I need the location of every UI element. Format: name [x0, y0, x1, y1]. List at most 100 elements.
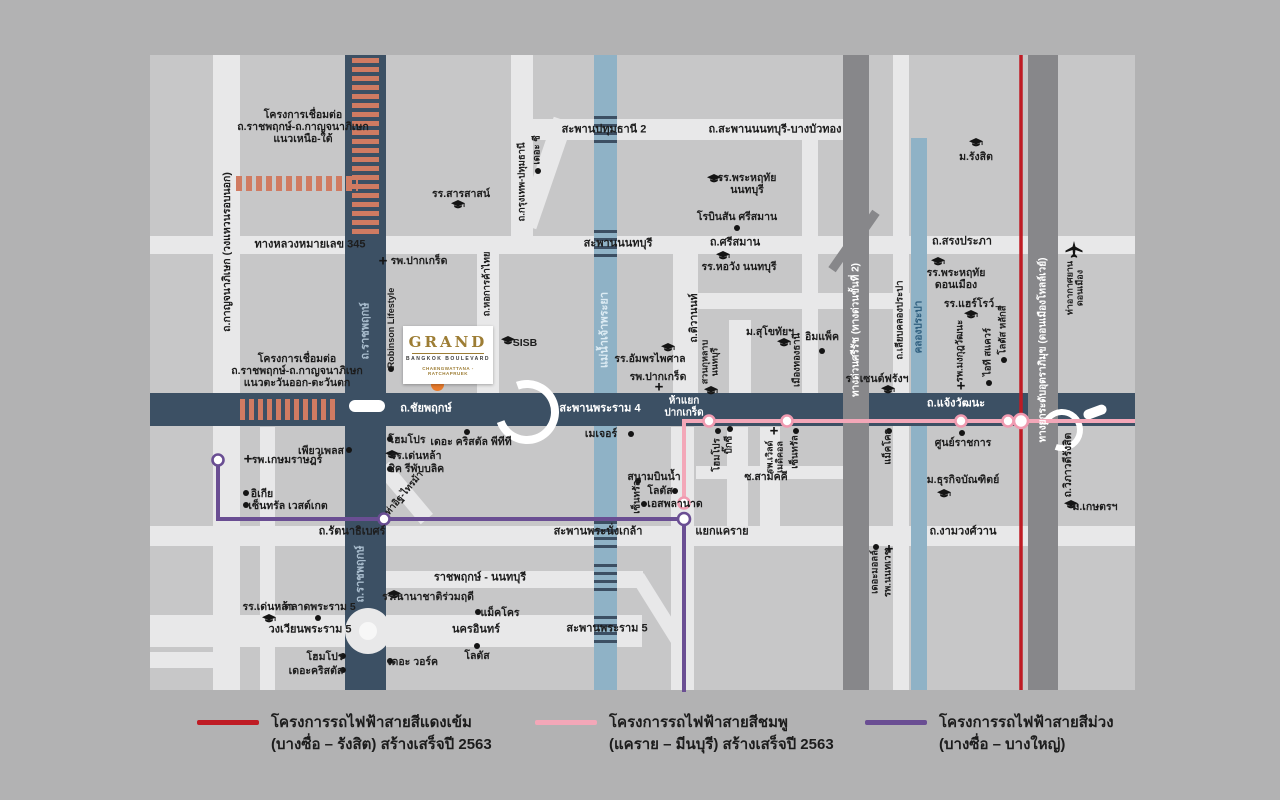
marker-airport-plane-icon	[1065, 241, 1083, 263]
label-the-chee: เดอะ ชี	[531, 135, 543, 165]
marker-place-dot-icon	[641, 501, 647, 507]
marker-school-icon	[451, 197, 465, 215]
legend-purple-subtitle: (บางซื่อ – บางใหญ่)	[939, 735, 1066, 753]
marker-place-dot-icon	[388, 366, 394, 372]
marker-school-icon	[704, 383, 718, 401]
construction-hatch-2	[240, 399, 336, 420]
label-kasetsart-university: ม.เกษตรฯ	[1072, 500, 1118, 513]
label-praharuthai-donmueang-school: รร.พระหฤทัย ดอนเมือง	[926, 266, 986, 291]
label-robinson-srisaman: โรบินสัน ศรีสมาน	[696, 210, 778, 223]
roundabout-disc-1	[359, 622, 377, 640]
label-rangsit-university: ม.รังสิต	[959, 150, 993, 163]
purple-line-swatch	[865, 720, 927, 725]
legend-pink-subtitle: (แคราย – มีนบุรี) สร้างเสร็จปี 2563	[609, 735, 834, 753]
marker-place-dot-icon	[628, 431, 634, 437]
label-klongprapa-canal: คลองประปา	[913, 300, 925, 354]
marker-school-icon	[937, 486, 951, 504]
marker-hospital-cross-icon: +	[769, 422, 779, 440]
marker-school-icon	[881, 382, 895, 400]
construction-hatch-1	[236, 176, 358, 191]
label-rama5-roundabout: วงเวียนพระราม 5	[268, 623, 352, 636]
marker-place-dot-icon	[793, 428, 799, 434]
label-project-link-east: โครงการเชื่อมต่อ ถ.ราชพฤกษ์-ถ.กาญจนาภิเษ…	[231, 352, 363, 390]
label-liabklongprapa-rd: ถ.เลียบคลองประปา	[894, 280, 906, 360]
marker-place-dot-icon	[315, 615, 321, 621]
marker-place-dot-icon	[635, 478, 641, 484]
road-light-19	[260, 427, 275, 690]
label-donmueang-tollway: ทางยกระดับอุตราภิมุข (ดอนเมืองโทลล์เวย์)	[1037, 257, 1049, 443]
label-sanambinnam: สนามบินน้ำ	[627, 470, 681, 483]
road-light-2	[690, 293, 910, 309]
label-denla-school: รร.เด่นหล้า	[390, 449, 442, 462]
label-ratchaphruek-nonthaburi-rd: ราชพฤกษ์ - นนทบุรี	[433, 571, 527, 584]
label-songprapha-rd: ถ.สรงประภา	[932, 235, 992, 248]
marker-place-dot-icon	[243, 490, 249, 496]
legend: โครงการรถไฟฟ้าสายสีแดงเข้ม(บางซื่อ – รัง…	[0, 710, 1280, 780]
legend-purple-title: โครงการรถไฟฟ้าสายสีม่วง	[939, 714, 1114, 731]
label-chaengwattana-rd: ถ.แจ้งวัฒนะ	[926, 397, 986, 410]
label-homepro-chaiyapruek: โฮมโปร	[388, 433, 426, 446]
label-pure-place: เพียวเพลส	[298, 444, 344, 457]
marker-place-dot-icon	[986, 380, 992, 386]
expressway-1	[1028, 55, 1058, 690]
label-robinson-lifestyle: Robinson Lifestyle	[385, 287, 396, 369]
label-praharuthai-nonthaburi-school: รร.พระหฤทัย นนทบุรี	[717, 171, 777, 196]
label-dpu-university: ม.ธุรกิจบัณฑิตย์	[926, 473, 1000, 486]
project-name: GRAND	[408, 333, 488, 351]
marker-school-icon	[777, 335, 791, 353]
label-makro-rama5: แม็คโคร	[480, 606, 520, 619]
label-lotus-sanambinnam: โลตัส	[647, 484, 673, 497]
marker-school-icon	[931, 254, 945, 272]
label-esplanade: เอสพลานาด	[647, 497, 703, 510]
marker-place-dot-icon	[715, 428, 721, 434]
label-harrow-school: รร.แฮร์โรว์	[943, 297, 995, 310]
label-kasemrad-hospital: รพ.เกษมราษฎร์	[251, 453, 323, 466]
marker-place-dot-icon	[387, 466, 393, 472]
marker-place-dot-icon	[959, 430, 965, 436]
label-nonthaburi-bangbuathong-rd: ถ.สะพานนนทบุรี-บางบัวทอง	[708, 123, 842, 136]
label-lotus-laksi: โลตัส หลักสี่	[997, 305, 1009, 355]
label-phranangklao-bridge: สะพานพระนั่งเกล้า	[553, 525, 643, 538]
pink-line-swatch	[535, 720, 597, 725]
label-central-rattanathibet: เซ็นทรัล	[631, 480, 643, 514]
label-ngamwongwan-rd: ถ.งามวงศ์วาน	[929, 525, 997, 538]
label-makro-chaengwattana: แม็คโคร	[882, 429, 894, 465]
marker-school-icon	[969, 135, 983, 153]
road-light-12	[673, 253, 698, 420]
label-stou-university: ม.สุโขทัยฯ	[745, 325, 795, 338]
marker-school-icon	[1064, 497, 1078, 515]
label-khaerai-intersection: แยกแคราย	[695, 525, 749, 538]
label-pakkred-hospital-2: รพ.ปากเกร็ด	[390, 254, 448, 267]
label-chaiyapruek-rd: ถ.ชัยพฤกษ์	[400, 402, 452, 415]
legend-item-pink-line: โครงการรถไฟฟ้าสายสีชมพู(แคราย – มีนบุรี)…	[535, 712, 834, 756]
construction-hatch-0	[352, 58, 379, 235]
marker-place-dot-icon	[734, 225, 740, 231]
road-light-7	[150, 652, 225, 668]
marker-place-dot-icon	[672, 488, 678, 494]
marker-place-dot-icon	[873, 544, 879, 550]
label-ikea: อิเกีย	[250, 487, 274, 500]
label-nakornin-rd: นครอินทร์	[451, 623, 501, 636]
label-central-chaengwattana: เซ็นทรัล	[789, 435, 801, 469]
marker-school-icon	[501, 333, 515, 351]
marker-school-icon	[716, 248, 730, 266]
bridge-ticks-1	[594, 230, 617, 258]
road-light-17	[802, 120, 818, 393]
label-samakkhi-soi: ซ.สามัคคี	[744, 470, 788, 483]
expressway-0	[843, 55, 869, 690]
label-vibhavadi-rd: ถ.วิภาวดีรังสิต	[1061, 432, 1074, 498]
road-light-18	[729, 320, 751, 393]
marker-place-dot-icon	[1001, 357, 1007, 363]
label-chic-republic: ชิค รีพับบลิค	[387, 462, 445, 475]
bridge-glyph-0	[349, 400, 385, 412]
bridge-ticks-3	[594, 564, 617, 596]
label-denla-school-2: รร.เด่นหล้า	[242, 600, 294, 613]
label-ruamrudee-school: รร.นานาชาติร่วมฤดี	[382, 590, 474, 603]
marker-place-dot-icon	[387, 436, 393, 442]
marker-school-icon	[964, 307, 978, 325]
label-impact: อิมแพ็ค	[805, 330, 839, 343]
label-nonthavej-hospital: รพ.นนทเวช	[882, 548, 894, 598]
label-srirat-expressway: ทางด่วนศรีรัช (ทางด่วนขั้นที่ 2)	[850, 263, 862, 397]
legend-label: โครงการรถไฟฟ้าสายสีชมพู(แคราย – มีนบุรี)…	[609, 712, 834, 756]
red-line-swatch	[197, 720, 259, 725]
